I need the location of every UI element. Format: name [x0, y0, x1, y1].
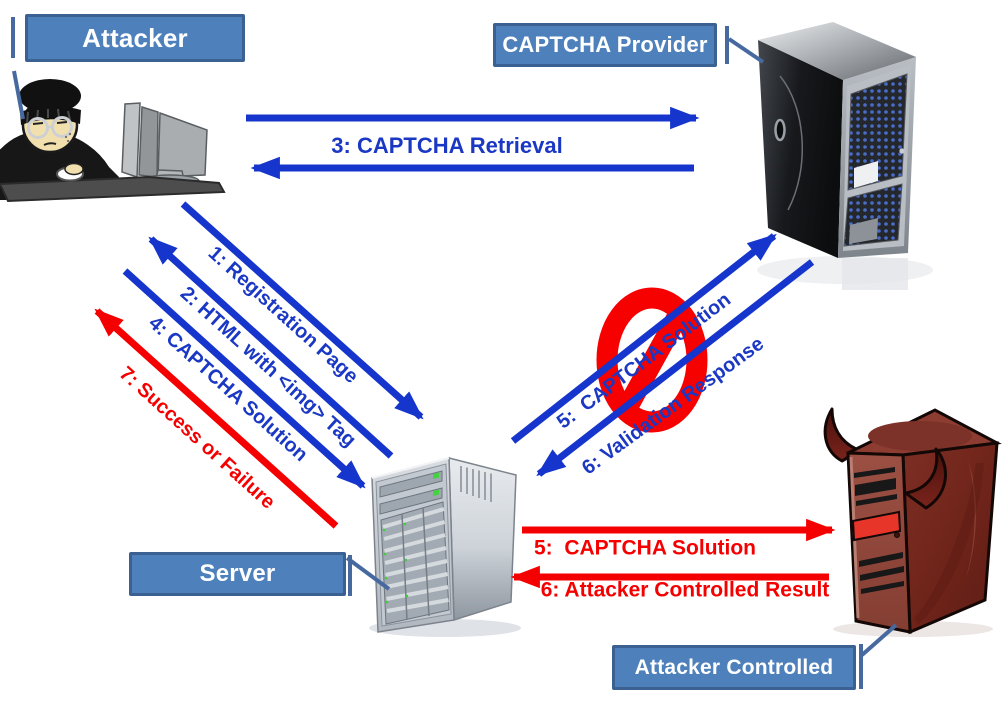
- message-attacker-controlled-result: 6: Attacker Controlled Result: [540, 578, 830, 602]
- server-side-panel: [758, 40, 843, 258]
- front-slots: [854, 467, 904, 594]
- arrow-validation-response: [536, 259, 815, 477]
- red-stripe: [851, 510, 902, 542]
- monitor-icon: [121, 102, 208, 188]
- beanie-icon: [19, 79, 81, 113]
- attacker-illustration: [0, 79, 226, 203]
- message-captcha-solution-to-controlled: 5: CAPTCHA Solution: [533, 536, 757, 560]
- attacker-head: [19, 79, 81, 154]
- attacker-controlled-label: Attacker Controlled: [612, 645, 856, 690]
- glasses-icon: [27, 116, 73, 139]
- server-upper-vent: [847, 73, 908, 191]
- attacker-label: Attacker: [25, 14, 245, 62]
- arrow-captcha-solution-to-server: [122, 268, 366, 489]
- drive-slot-grid: [380, 501, 450, 625]
- message-captcha-retrieval: 3: CAPTCHA Retrieval: [331, 133, 563, 158]
- server-label: Server: [129, 552, 346, 596]
- mouse-icon: [56, 162, 84, 182]
- prohibition-icon: [596, 287, 708, 433]
- arrow-success-or-failure: [94, 308, 339, 529]
- desk-icon: [0, 175, 226, 203]
- attacker-controlled-server-icon: [823, 407, 1002, 637]
- drive-bays: [379, 470, 443, 515]
- server-sticker: [854, 161, 878, 188]
- server-door-handle: [774, 118, 786, 142]
- captcha-provider-server-icon: [757, 22, 933, 290]
- attacker-callout: [11, 17, 25, 120]
- web-server-icon: [369, 457, 521, 637]
- server-callout: [345, 555, 391, 596]
- callout-lines: [11, 17, 898, 689]
- captcha-provider-label: CAPTCHA Provider: [493, 23, 717, 67]
- devil-horn-right: [904, 447, 947, 510]
- side-vents: [460, 466, 492, 502]
- provider-callout: [725, 26, 765, 64]
- server-top-panel: [758, 22, 916, 80]
- controlled-callout: [859, 623, 898, 689]
- arrow-registration-page: [180, 201, 424, 420]
- arrow-html-img-tag: [148, 236, 394, 459]
- arrow-captcha-solution-to-provider: [510, 233, 777, 444]
